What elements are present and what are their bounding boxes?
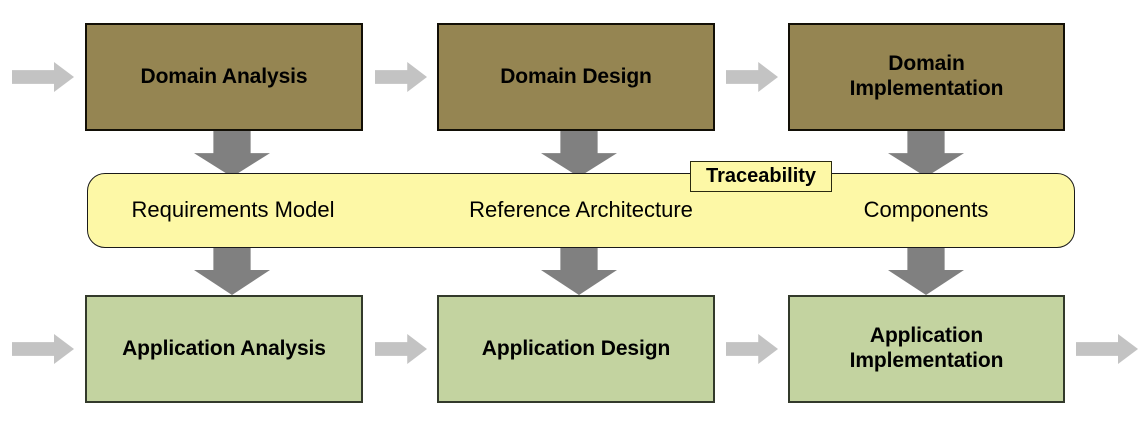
arrow-application-analysis-to-application-design: [375, 334, 427, 364]
process-box-label: Domain Analysis: [140, 64, 308, 88]
process-box[interactable]: Domain Design: [437, 23, 715, 131]
arrow-reference-architecture-to-application-design: [541, 247, 617, 295]
process-box[interactable]: Domain Analysis: [85, 23, 363, 131]
arrow-requirements-model-to-application-analysis: [194, 247, 270, 295]
arrow-into-application-analysis: [12, 334, 74, 364]
process-box-label-line: Application: [869, 324, 984, 348]
process-box-label-line: Domain: [888, 52, 965, 76]
process-box-label-line: Implementation: [849, 77, 1004, 100]
arrow-domain-design-to-domain-implementation: [726, 62, 778, 92]
asset-label: Reference Architecture: [469, 196, 693, 222]
process-box-label: Application Design: [481, 336, 671, 360]
arrow-domain-analysis-to-domain-design: [375, 62, 427, 92]
process-box-label-line: Implementation: [849, 349, 1004, 372]
process-box[interactable]: Application Analysis: [85, 295, 363, 403]
arrow-domain-analysis-to-requirements-model: [194, 131, 270, 177]
arrow-domain-implementation-to-components: [888, 131, 964, 177]
core-assets-band: Requirements Model Reference Architecture…: [87, 173, 1075, 248]
process-box-label: Application Analysis: [122, 336, 326, 360]
process-box[interactable]: Application Design: [437, 295, 715, 403]
asset-label: Requirements Model: [131, 196, 335, 222]
asset-label: Components: [863, 196, 989, 222]
arrow-out-of-application-implementation: [1076, 334, 1138, 364]
arrow-domain-design-to-reference-architecture: [541, 131, 617, 177]
arrow-into-domain-analysis: [12, 62, 74, 92]
traceability-label[interactable]: Traceability: [690, 161, 832, 192]
arrow-components-to-application-implementation: [888, 247, 964, 295]
process-box-label: Domain Design: [500, 64, 652, 88]
arrow-application-design-to-application-implementation: [726, 334, 778, 364]
